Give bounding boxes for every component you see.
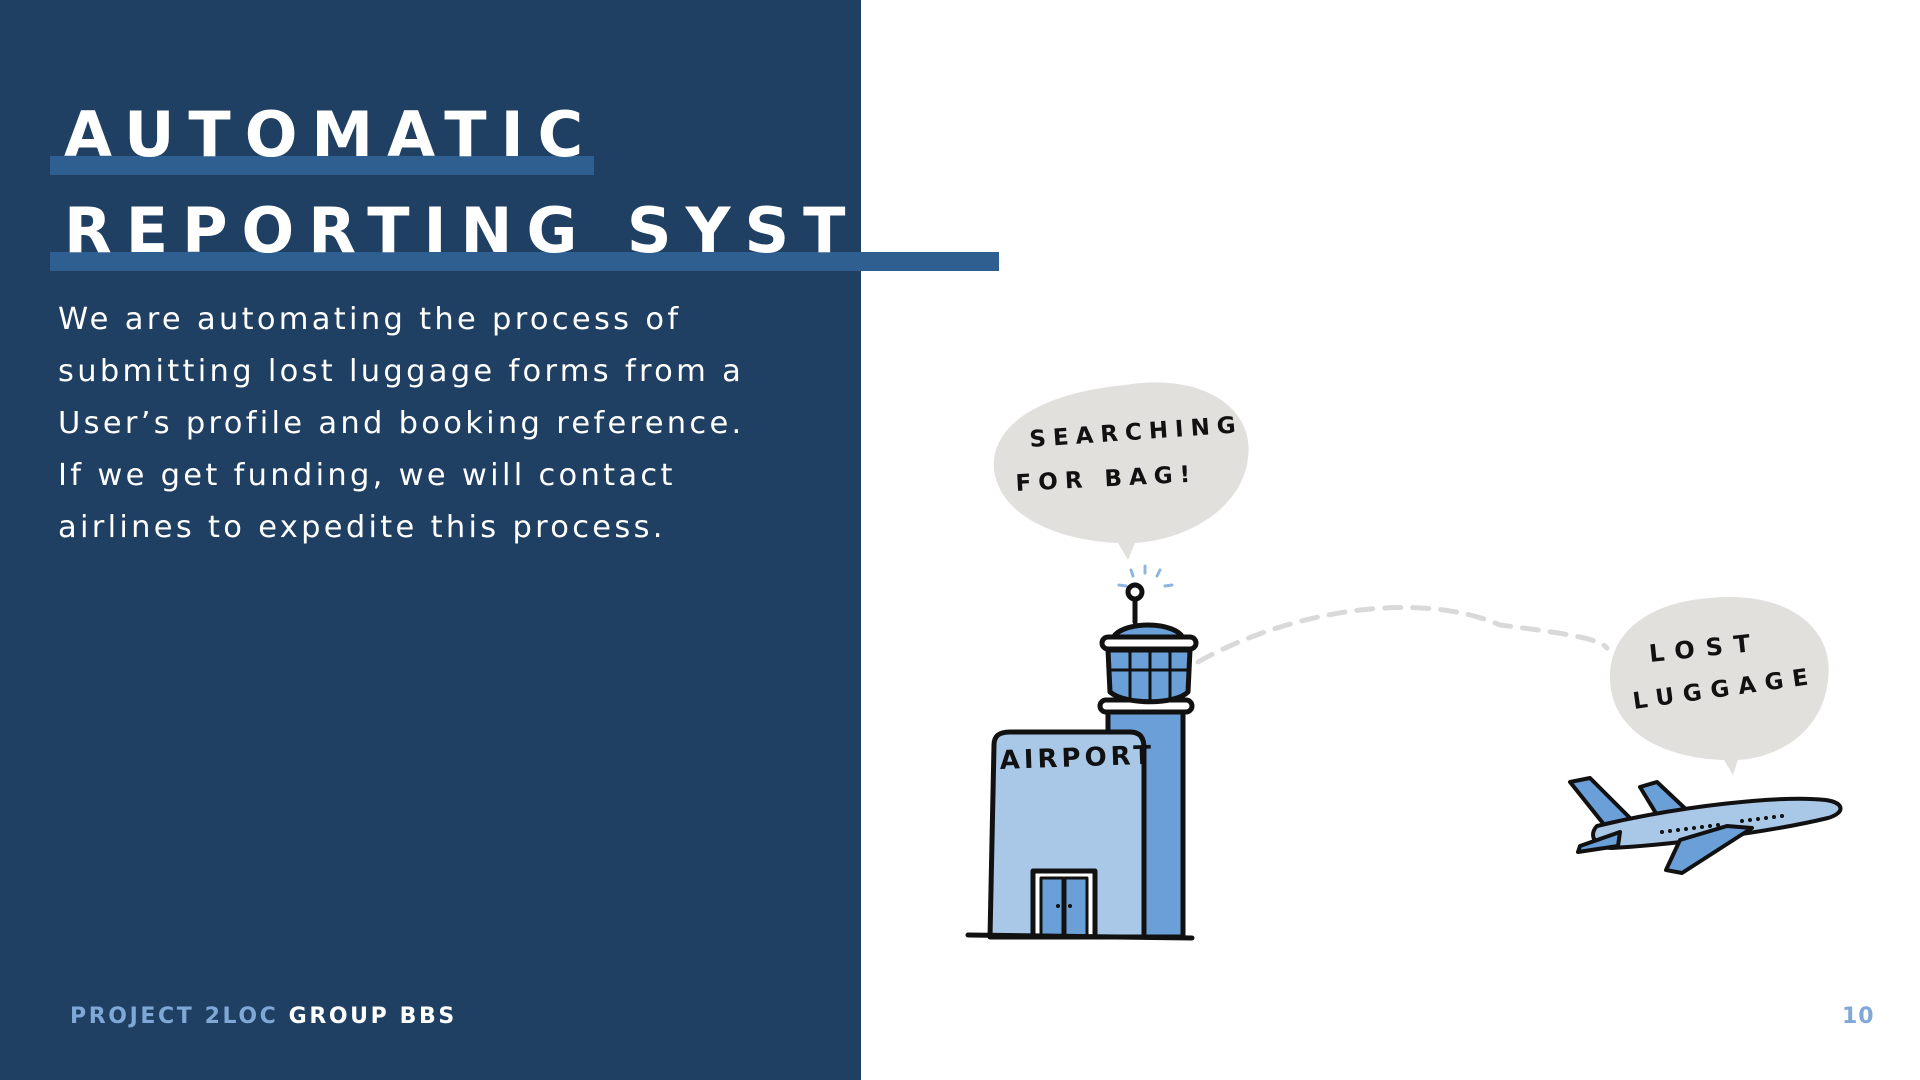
title-line-1: AUTOMATIC [50,104,597,175]
body-line-4: If we get funding, we will contact [58,458,676,493]
body-line-5: airlines to expedite this process. [58,510,666,545]
footer-project: PROJECT 2LOC [70,1004,279,1029]
footer-group: GROUP BBS [288,1004,457,1029]
airport-building [987,729,1147,940]
airplane-icon [1568,776,1843,875]
title-highlight-2 [50,252,1000,271]
lost-luggage-speech-bubble: LOST LUGGAGE [1609,596,1829,775]
ground-line [965,932,1195,941]
body-paragraph: We are automating the process of submitt… [58,294,858,554]
page-number: 10 [1842,1004,1875,1029]
airport-sign: AIRPORT [999,741,1156,776]
title-text-1: AUTOMATIC [64,98,598,171]
body-line-1: We are automating the process of [58,302,682,337]
airport-illustration: SEARCHING FOR BAG! LOST LUGGAGE [965,382,1843,941]
body-line-3: User’s profile and booking reference. [58,406,745,441]
building-door [1030,868,1098,940]
searching-speech-bubble: SEARCHING FOR BAG! [993,382,1249,560]
left-panel: AUTOMATIC REPORTING SYSTEM We are automa… [0,0,1000,1080]
footer-label: PROJECT 2LOC GROUP BBS [70,1004,457,1029]
signal-icon [1117,564,1174,588]
title-line-2: REPORTING SYSTEM [50,200,1000,271]
body-line-2: submitting lost luggage forms from a [58,354,745,389]
title-text-2: REPORTING SYSTEM [64,194,992,267]
title-highlight-1 [50,156,595,175]
flight-path [1195,605,1610,665]
